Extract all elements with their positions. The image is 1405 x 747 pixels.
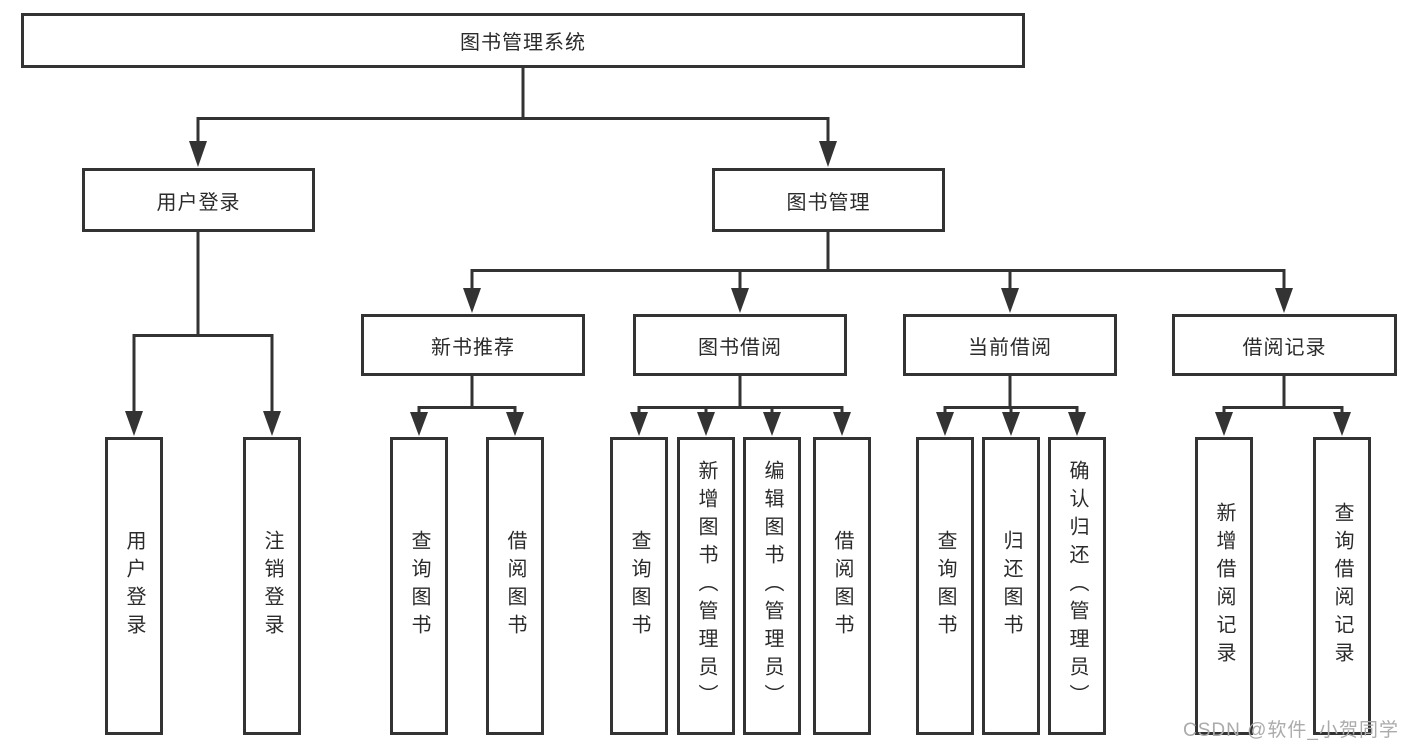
leaf-label: 注销登录 [261,530,283,642]
leaf-label: 查询图书 [408,530,430,642]
leaf-logout-login: 注销登录 [243,437,301,735]
leaf-label: 编辑图书（管理员） [761,460,783,712]
node-label: 新书推荐 [431,336,515,359]
node-label: 当前借阅 [968,336,1052,359]
leaf-borrow-books-recommend: 借阅图书 [486,437,544,735]
arrowheads [125,141,1351,436]
leaf-return-books: 归还图书 [982,437,1040,735]
node-label: 图书管理系统 [460,32,586,54]
leaf-borrow-books-borrowing: 借阅图书 [813,437,871,735]
node-book-borrowing: 图书借阅 [633,314,847,376]
node-label: 图书管理 [786,191,871,214]
leaf-query-books-recommend: 查询图书 [390,437,448,735]
leaf-edit-books-admin: 编辑图书（管理员） [743,437,801,735]
node-system-root: 图书管理系统 [21,13,1025,68]
node-user-login: 用户登录 [82,168,315,232]
leaf-add-borrow-record: 新增借阅记录 [1195,437,1253,735]
leaf-label: 借阅图书 [831,530,853,642]
leaf-confirm-return-admin: 确认归还（管理员） [1048,437,1106,735]
leaf-query-books-borrowing: 查询图书 [610,437,668,735]
leaf-query-borrow-record: 查询借阅记录 [1313,437,1371,735]
leaf-add-books-admin: 新增图书（管理员） [677,437,735,735]
node-label: 用户登录 [156,191,241,214]
node-book-management: 图书管理 [712,168,945,232]
csdn-watermark: CSDN @软件_小贺同学 [1183,720,1399,741]
leaf-label: 查询图书 [934,530,956,642]
node-new-book-recommendation: 新书推荐 [361,314,585,376]
leaf-label: 新增借阅记录 [1213,502,1235,670]
leaf-label: 查询借阅记录 [1331,502,1353,670]
node-current-borrowing: 当前借阅 [903,314,1117,376]
leaf-query-books-current: 查询图书 [916,437,974,735]
node-borrowing-records: 借阅记录 [1172,314,1397,376]
node-label: 借阅记录 [1242,336,1327,359]
node-label: 图书借阅 [698,336,782,359]
leaf-label: 确认归还（管理员） [1066,460,1088,712]
leaf-label: 归还图书 [1000,530,1022,642]
leaf-label: 借阅图书 [504,530,526,642]
leaf-label: 新增图书（管理员） [695,460,717,712]
leaf-label: 用户登录 [123,530,145,642]
leaf-user-login: 用户登录 [105,437,163,735]
leaf-label: 查询图书 [628,530,650,642]
